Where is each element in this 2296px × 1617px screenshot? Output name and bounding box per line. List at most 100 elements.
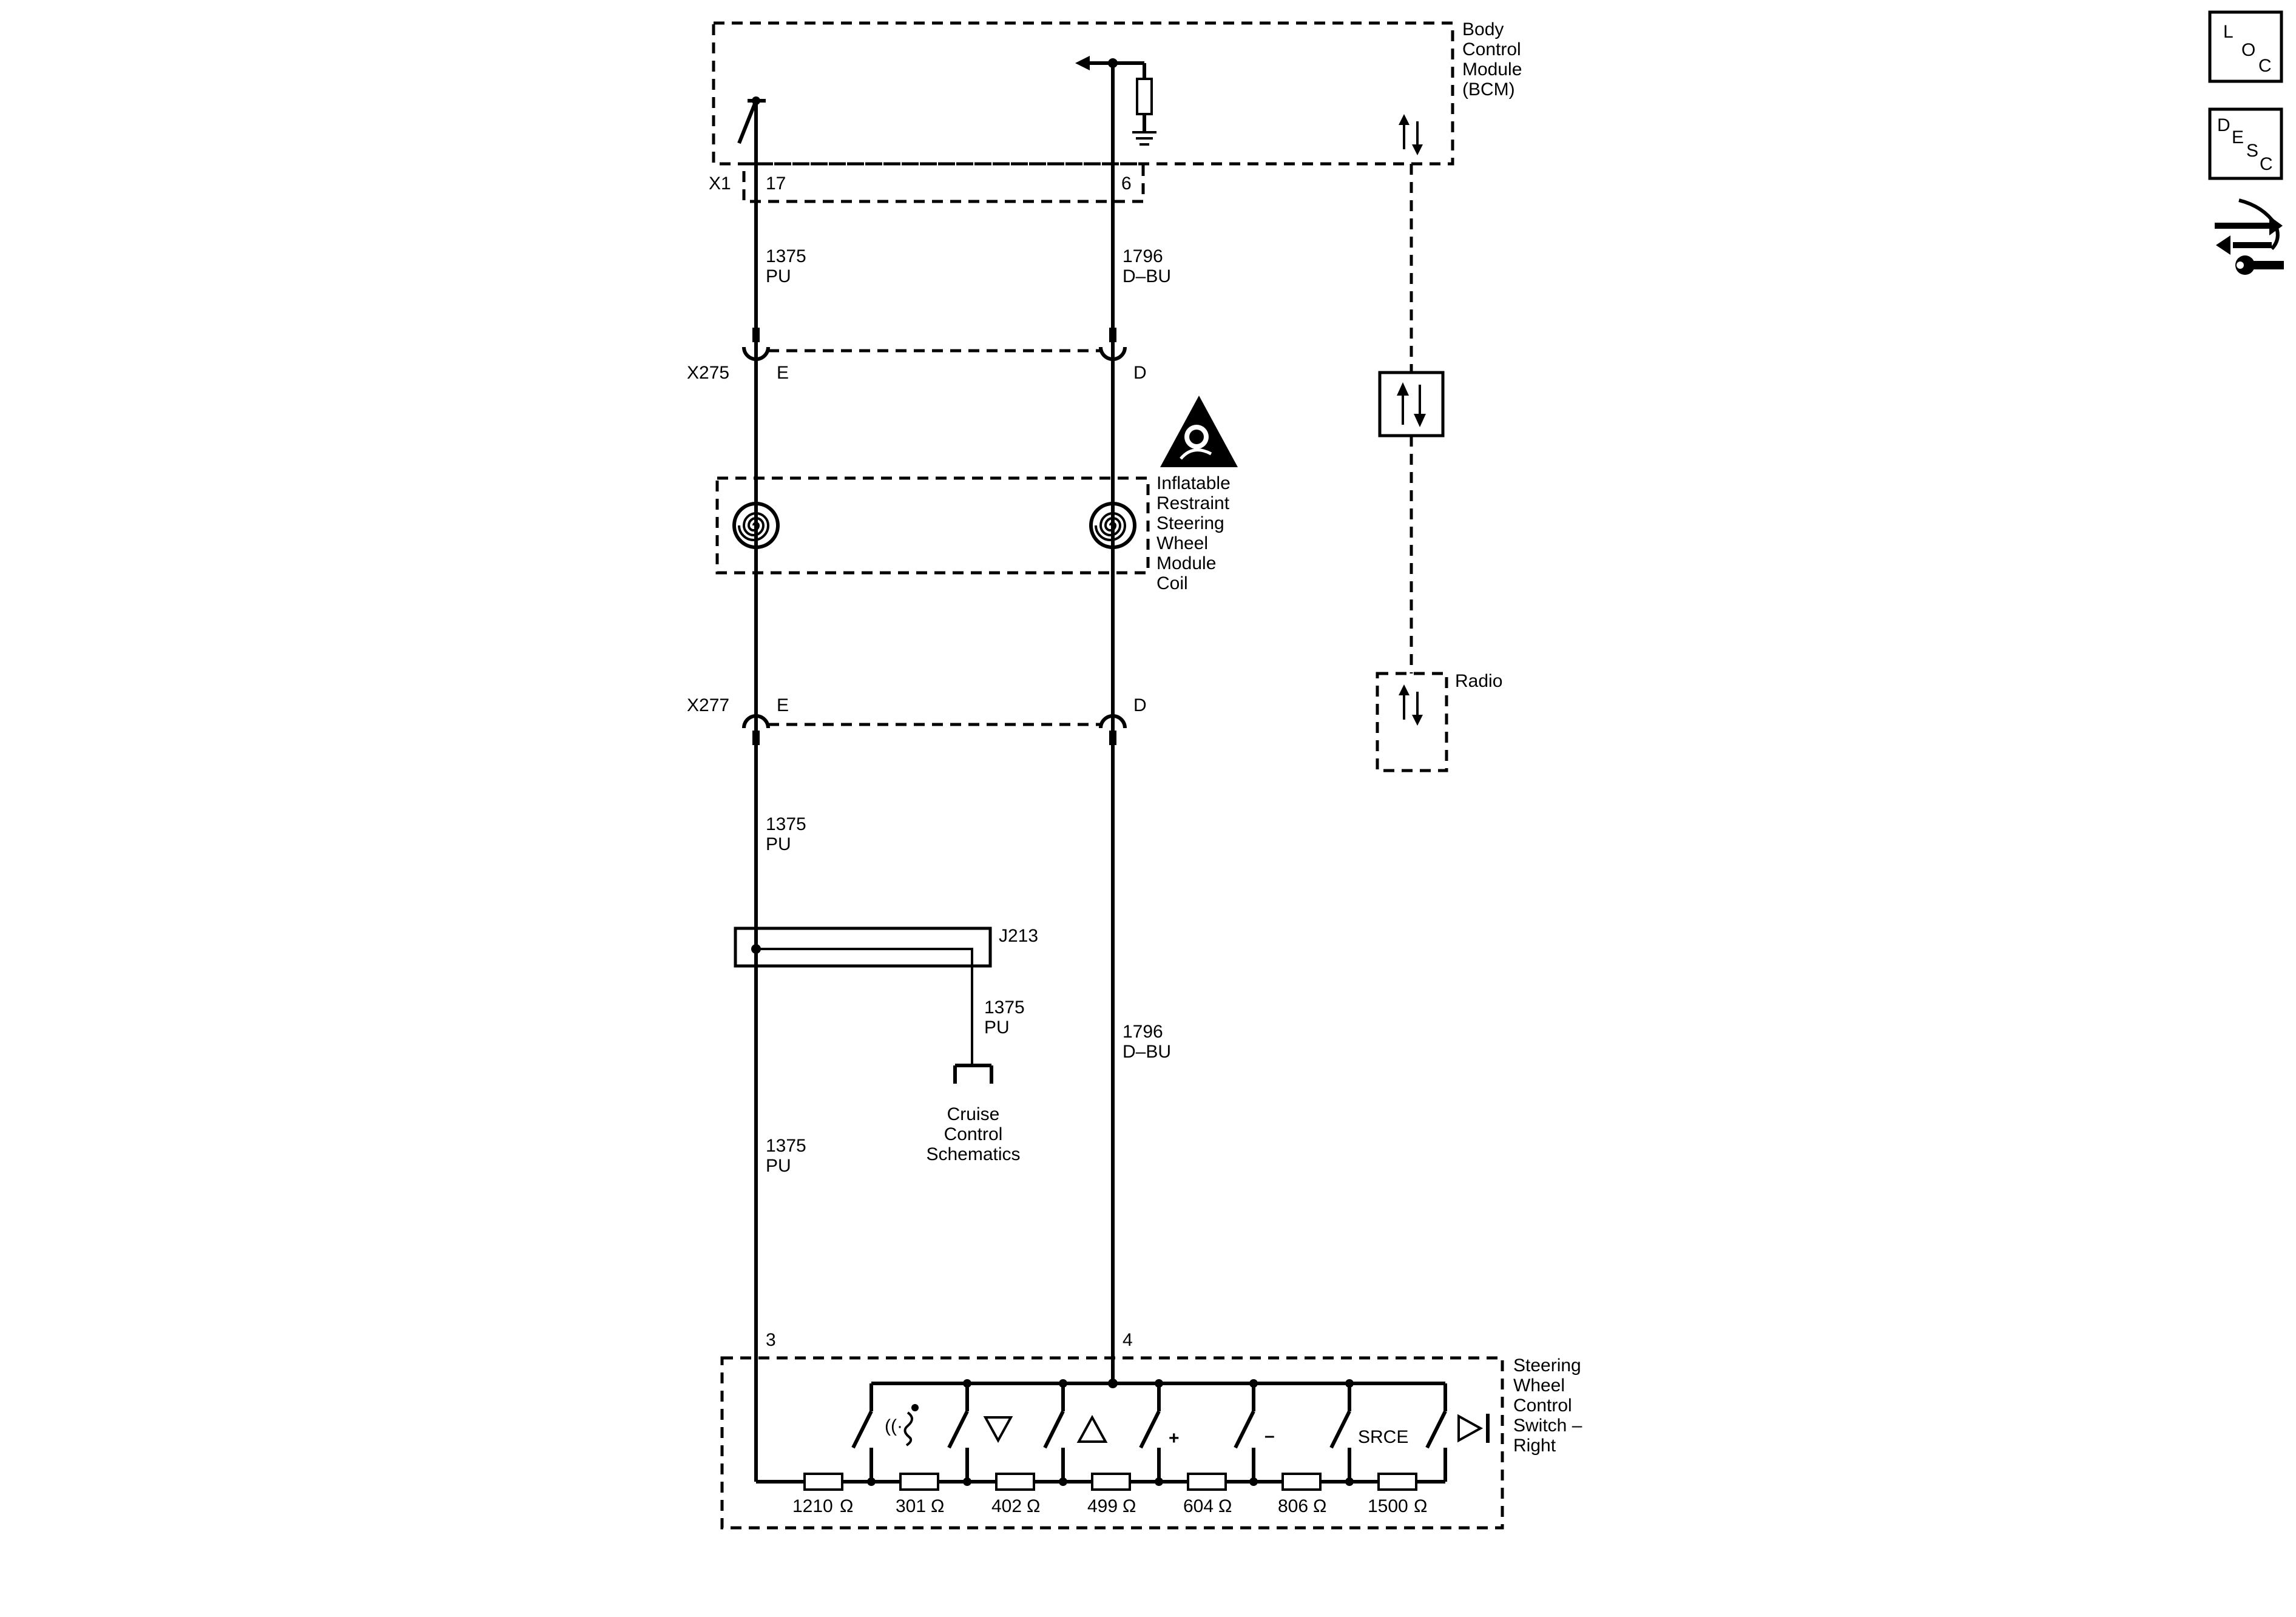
bcm-label-line2: Control (1462, 39, 1521, 59)
switch-plus-label: + (1169, 1428, 1180, 1448)
coil-label-line2: Restraint (1156, 493, 1230, 513)
switch-next-track-icon (1425, 1383, 1490, 1482)
resistor-label-806: 806 (1278, 1496, 1308, 1516)
wire-label-1375-c: 1375 (766, 1136, 806, 1156)
wire-label-1796-a: 1796 (1123, 246, 1163, 266)
description-view-button[interactable]: D E S C (2208, 107, 2283, 180)
desc-icon-c: C (2260, 154, 2273, 174)
cruise-control-link-line2[interactable]: Control (944, 1124, 1003, 1144)
coil-label-line3: Steering (1156, 513, 1224, 533)
switch-label-line1: Steering (1513, 1355, 1581, 1376)
cruise-control-link-line3[interactable]: Schematics (926, 1144, 1020, 1164)
wire-color-pu-c: PU (766, 1156, 791, 1176)
svg-text:Ω: Ω (1313, 1496, 1326, 1516)
serial-data-link (1378, 164, 1445, 673)
switch-pin-4: 4 (1123, 1330, 1133, 1350)
resistor-label-604: 604 (1183, 1496, 1214, 1516)
switch-minus-label: – (1264, 1426, 1275, 1446)
cruise-control-link-line1[interactable]: Cruise (947, 1104, 1000, 1124)
connector-x1-pin-6: 6 (1121, 174, 1132, 194)
switch-pin-3: 3 (766, 1330, 776, 1350)
resistor-301: 301 Ω (896, 1473, 944, 1516)
steering-wheel-control-switch: 3 4 Steering Wheel Control Switch – Righ… (720, 1330, 1582, 1530)
svg-text:Ω: Ω (1027, 1496, 1040, 1516)
bcm-pullup-resistor-icon (1075, 56, 1156, 176)
wire-label-1375-b: 1375 (766, 814, 806, 834)
resistor-label-301: 301 (896, 1496, 926, 1516)
loc-icon-o: O (2241, 40, 2255, 60)
switch-label-line5: Right (1513, 1436, 1556, 1456)
resistor-402: 402 Ω (991, 1473, 1040, 1516)
wire-label-1375-a: 1375 (766, 246, 806, 266)
wire-1375-pu (754, 176, 803, 1484)
wire-color-dbu-a: D–BU (1123, 266, 1171, 286)
svg-text:((·: ((· (885, 1416, 903, 1436)
switch-label-line4: Switch – (1513, 1416, 1582, 1436)
radio-label: Radio (1455, 671, 1502, 691)
resistor-label-499: 499 (1087, 1496, 1118, 1516)
coil-spiral-icon-right (1089, 502, 1136, 549)
bcm-switch-icon (737, 96, 766, 176)
resistor-label-1210: 1210 (792, 1496, 833, 1516)
connector-x275: X275 E D (687, 328, 1147, 383)
connector-x277-pin-e: E (777, 695, 789, 715)
wire-label-1796-b: 1796 (1123, 1022, 1163, 1042)
bcm-module: Body Control Module (BCM) (712, 19, 1522, 176)
coil-label-line1: Inflatable (1156, 473, 1231, 493)
switch-volume-down-icon (947, 1383, 1013, 1486)
connector-x275-pin-d: D (1133, 363, 1147, 383)
switch-source-label: SRCE (1358, 1427, 1408, 1447)
connector-x275-label: X275 (687, 363, 729, 383)
coil-label-line4: Wheel (1156, 533, 1208, 553)
desc-icon-d: D (2217, 115, 2230, 135)
switch-voice-icon: ((· (851, 1383, 919, 1486)
coil-label-line5: Module (1156, 553, 1216, 573)
connector-x1: X1 17 6 (709, 162, 1145, 203)
svg-text:Ω: Ω (931, 1496, 944, 1516)
splice-j213: J213 1375 PU Cruise Control Schematics (734, 926, 1038, 1164)
switch-source-icon: SRCE (1329, 1383, 1408, 1486)
resistor-499: 499 Ω (1087, 1473, 1136, 1516)
connector-x277: X277 E D (687, 695, 1147, 745)
coil-spiral-icon-left (732, 502, 780, 549)
bcm-label-line4: (BCM) (1462, 79, 1515, 100)
wire-color-pu-b: PU (766, 834, 791, 854)
connector-repair-icon[interactable] (2215, 198, 2284, 275)
svg-text:Ω: Ω (1414, 1496, 1427, 1516)
connector-x277-pin-d: D (1133, 695, 1147, 715)
switch-label-line2: Wheel (1513, 1376, 1565, 1396)
resistor-label-402: 402 (991, 1496, 1022, 1516)
wire-color-pu-splice: PU (984, 1018, 1010, 1038)
connector-x275-pin-e: E (777, 363, 789, 383)
airbag-warning-icon (1160, 396, 1238, 467)
connector-x1-label: X1 (709, 174, 731, 194)
bcm-label-line1: Body (1462, 19, 1504, 39)
desc-icon-e: E (2232, 127, 2244, 147)
switch-plus-icon: + (1139, 1383, 1180, 1486)
wire-color-pu-a: PU (766, 266, 791, 286)
connector-x1-pin-17: 17 (766, 174, 786, 194)
resistor-label-1500: 1500 (1368, 1496, 1408, 1516)
switch-minus-icon: – (1234, 1383, 1275, 1486)
loc-icon-l: L (2223, 22, 2234, 42)
resistor-1210: 1210 Ω (792, 1473, 853, 1516)
resistor-806: 806 Ω (1278, 1473, 1326, 1516)
splice-j213-label: J213 (999, 926, 1038, 946)
coil-label-line6: Coil (1156, 573, 1188, 593)
svg-text:Ω: Ω (1123, 1496, 1136, 1516)
radio-module: Radio (1376, 671, 1502, 772)
wire-color-dbu-b: D–BU (1123, 1042, 1171, 1062)
bcm-label-line3: Module (1462, 59, 1522, 79)
location-view-button[interactable]: L O C (2208, 10, 2283, 83)
inflatable-restraint-coil: Inflatable Restraint Steering Wheel Modu… (715, 396, 1238, 593)
bcm-serial-data-icon (1399, 114, 1423, 155)
resistor-1500: 1500 Ω (1368, 1473, 1427, 1516)
resistor-604: 604 Ω (1183, 1473, 1232, 1516)
connector-x277-label: X277 (687, 695, 729, 715)
svg-text:Ω: Ω (840, 1496, 853, 1516)
loc-icon-c: C (2258, 56, 2272, 76)
desc-icon-s: S (2246, 141, 2258, 161)
switch-label-line3: Control (1513, 1396, 1572, 1416)
switch-volume-up-icon (1043, 1383, 1108, 1486)
